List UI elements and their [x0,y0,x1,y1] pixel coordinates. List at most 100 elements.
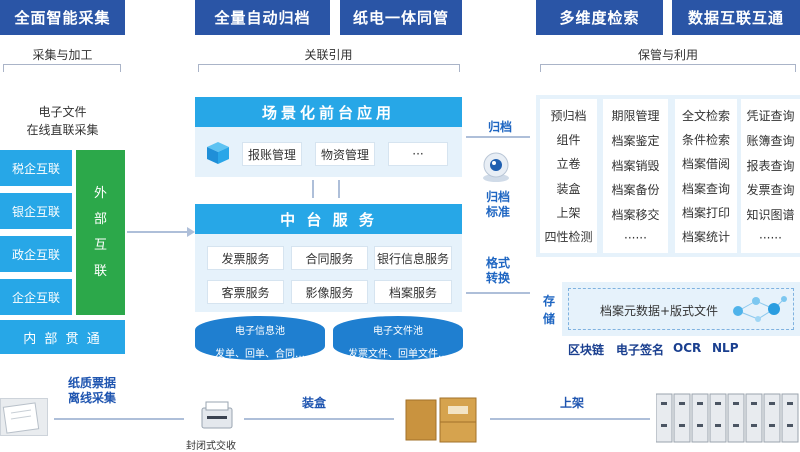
storage-text: 档案元数据+版式文件 [600,304,719,318]
middle-title: 中 台 服 务 [195,204,462,234]
list-item[interactable]: 档案销毁 [611,158,660,173]
header-multi-search: 多维度检索 [536,0,663,35]
list-item[interactable]: 全文检索 [681,108,730,123]
list-item[interactable]: 档案备份 [611,183,660,198]
list-item[interactable]: 档案移交 [611,208,660,223]
scene-btn-more[interactable]: ··· [388,142,448,166]
right-col2: 期限管理 档案鉴定 档案销毁 档案备份 档案移交 ······ [603,99,668,253]
external-char: 外 [93,185,107,201]
arrow-down [312,180,314,198]
service-image[interactable]: 影像服务 [291,280,368,304]
device-label: 封闭式交收 [186,441,236,452]
list-item[interactable]: 档案查询 [681,181,730,196]
robot-icon [478,150,514,184]
left-item-enterprise: 企企互联 [0,279,72,315]
list-item[interactable]: 档案鉴定 [611,133,660,148]
list-item[interactable]: 档案统计 [681,230,730,245]
list-item[interactable]: 期限管理 [611,108,660,123]
info-pool: 电子信息池 发单、回单、合同… [195,316,325,360]
header-paper-electronic: 纸电一体同管 [340,0,462,35]
storage-panel [562,282,800,336]
arrow-left-center [127,231,189,233]
pool-title: 电子信息池 [235,326,285,337]
label-line: 储 [542,312,555,326]
file-pool: 电子文件池 发票文件、回单文件… [333,316,463,360]
shelf-label: 上架 [560,396,585,410]
list-item[interactable]: 知识图谱 [746,208,795,223]
label-line: 转换 [485,271,510,285]
device-icon [198,398,236,434]
sub-left: 采集与加工 [32,48,93,62]
scene-btn-material[interactable]: 物资管理 [315,142,375,166]
service-invoice[interactable]: 发票服务 [207,246,284,270]
left-item-gov: 政企互联 [0,236,72,272]
header-collection: 全面智能采集 [0,0,125,35]
right-col3: 全文检索 条件检索 档案借阅 档案查询 档案打印 档案统计 [675,99,737,253]
list-item[interactable]: 档案借阅 [681,157,730,172]
list-item[interactable]: 上架 [556,205,581,220]
paper-label: 纸质票据 离线采集 [68,376,116,406]
label-archive: 归档 [487,120,512,134]
external-char: 联 [93,263,107,279]
paper-image [0,398,48,436]
cube-icon [205,140,231,166]
list-item[interactable]: 发票查询 [746,183,795,198]
pool-desc: 发票文件、回单文件… [348,349,448,360]
list-item[interactable]: 预归档 [550,108,587,123]
service-archive[interactable]: 档案服务 [374,280,452,304]
left-item-tax: 税企互联 [0,150,72,186]
external-char: 互 [93,237,107,253]
external-interconnect: 外 部 互 联 [76,150,125,315]
internal-connect: 内 部 贯 通 [0,320,125,354]
list-item[interactable]: 报表查询 [746,158,795,173]
arrow-up [338,180,340,198]
left-caption-line1: 电子文件 [38,105,87,119]
list-item[interactable]: 组件 [556,132,581,147]
label-line: 离线采集 [68,391,117,405]
shelf-icon [655,392,800,446]
service-bank-info[interactable]: 银行信息服务 [374,246,452,270]
right-col4: 凭证查询 账簿查询 报表查询 发票查询 知识图谱 ······ [741,99,800,253]
storage-label: 存 储 [538,292,560,328]
right-col1: 预归档 组件 立卷 装盒 上架 四性检测 [540,99,597,253]
list-item[interactable]: 账簿查询 [746,133,795,148]
tech-nlp: NLP [712,341,739,355]
sub-center: 关联引用 [304,48,353,62]
sub-right: 保管与利用 [637,48,698,62]
scene-title: 场景化前台应用 [195,97,462,127]
pool-title: 电子文件池 [373,326,423,337]
header-auto-archive: 全量自动归档 [195,0,330,35]
bottom-arrow-2 [244,418,394,420]
storage-dashed [568,288,794,330]
list-item[interactable]: 四性检测 [544,230,593,245]
label-line: 归档 [485,190,510,204]
bracket-left [3,64,121,72]
bottom-arrow-3 [490,418,650,420]
service-contract[interactable]: 合同服务 [291,246,368,270]
service-ticket[interactable]: 客票服务 [207,280,284,304]
bracket-center [198,64,460,72]
box-icon [404,392,480,444]
arrow-head [187,227,195,237]
list-item[interactable]: 装盒 [556,181,581,196]
list-item[interactable]: 凭证查询 [746,108,795,123]
network-icon [728,291,790,329]
label-line: 存 [542,294,555,308]
list-item[interactable]: 档案打印 [681,205,730,220]
arrow-archive [466,136,530,138]
label-archive-std: 归档 标准 [476,190,520,220]
label-line: 格式 [485,256,510,270]
list-item: ······ [624,231,647,246]
tech-esign: 电子签名 [616,343,665,357]
external-char: 部 [93,211,107,227]
list-item[interactable]: 立卷 [556,157,581,172]
pool-desc: 发单、回单、合同… [215,349,305,360]
box-label: 装盒 [302,396,327,410]
tech-blockchain: 区块链 [568,343,605,357]
left-caption-line2: 在线直联采集 [26,123,99,137]
scene-btn-reimburse[interactable]: 报账管理 [242,142,302,166]
tech-ocr: OCR [673,341,702,355]
list-item[interactable]: 条件检索 [681,132,730,147]
label-line: 纸质票据 [68,376,117,390]
bracket-right [540,64,796,72]
